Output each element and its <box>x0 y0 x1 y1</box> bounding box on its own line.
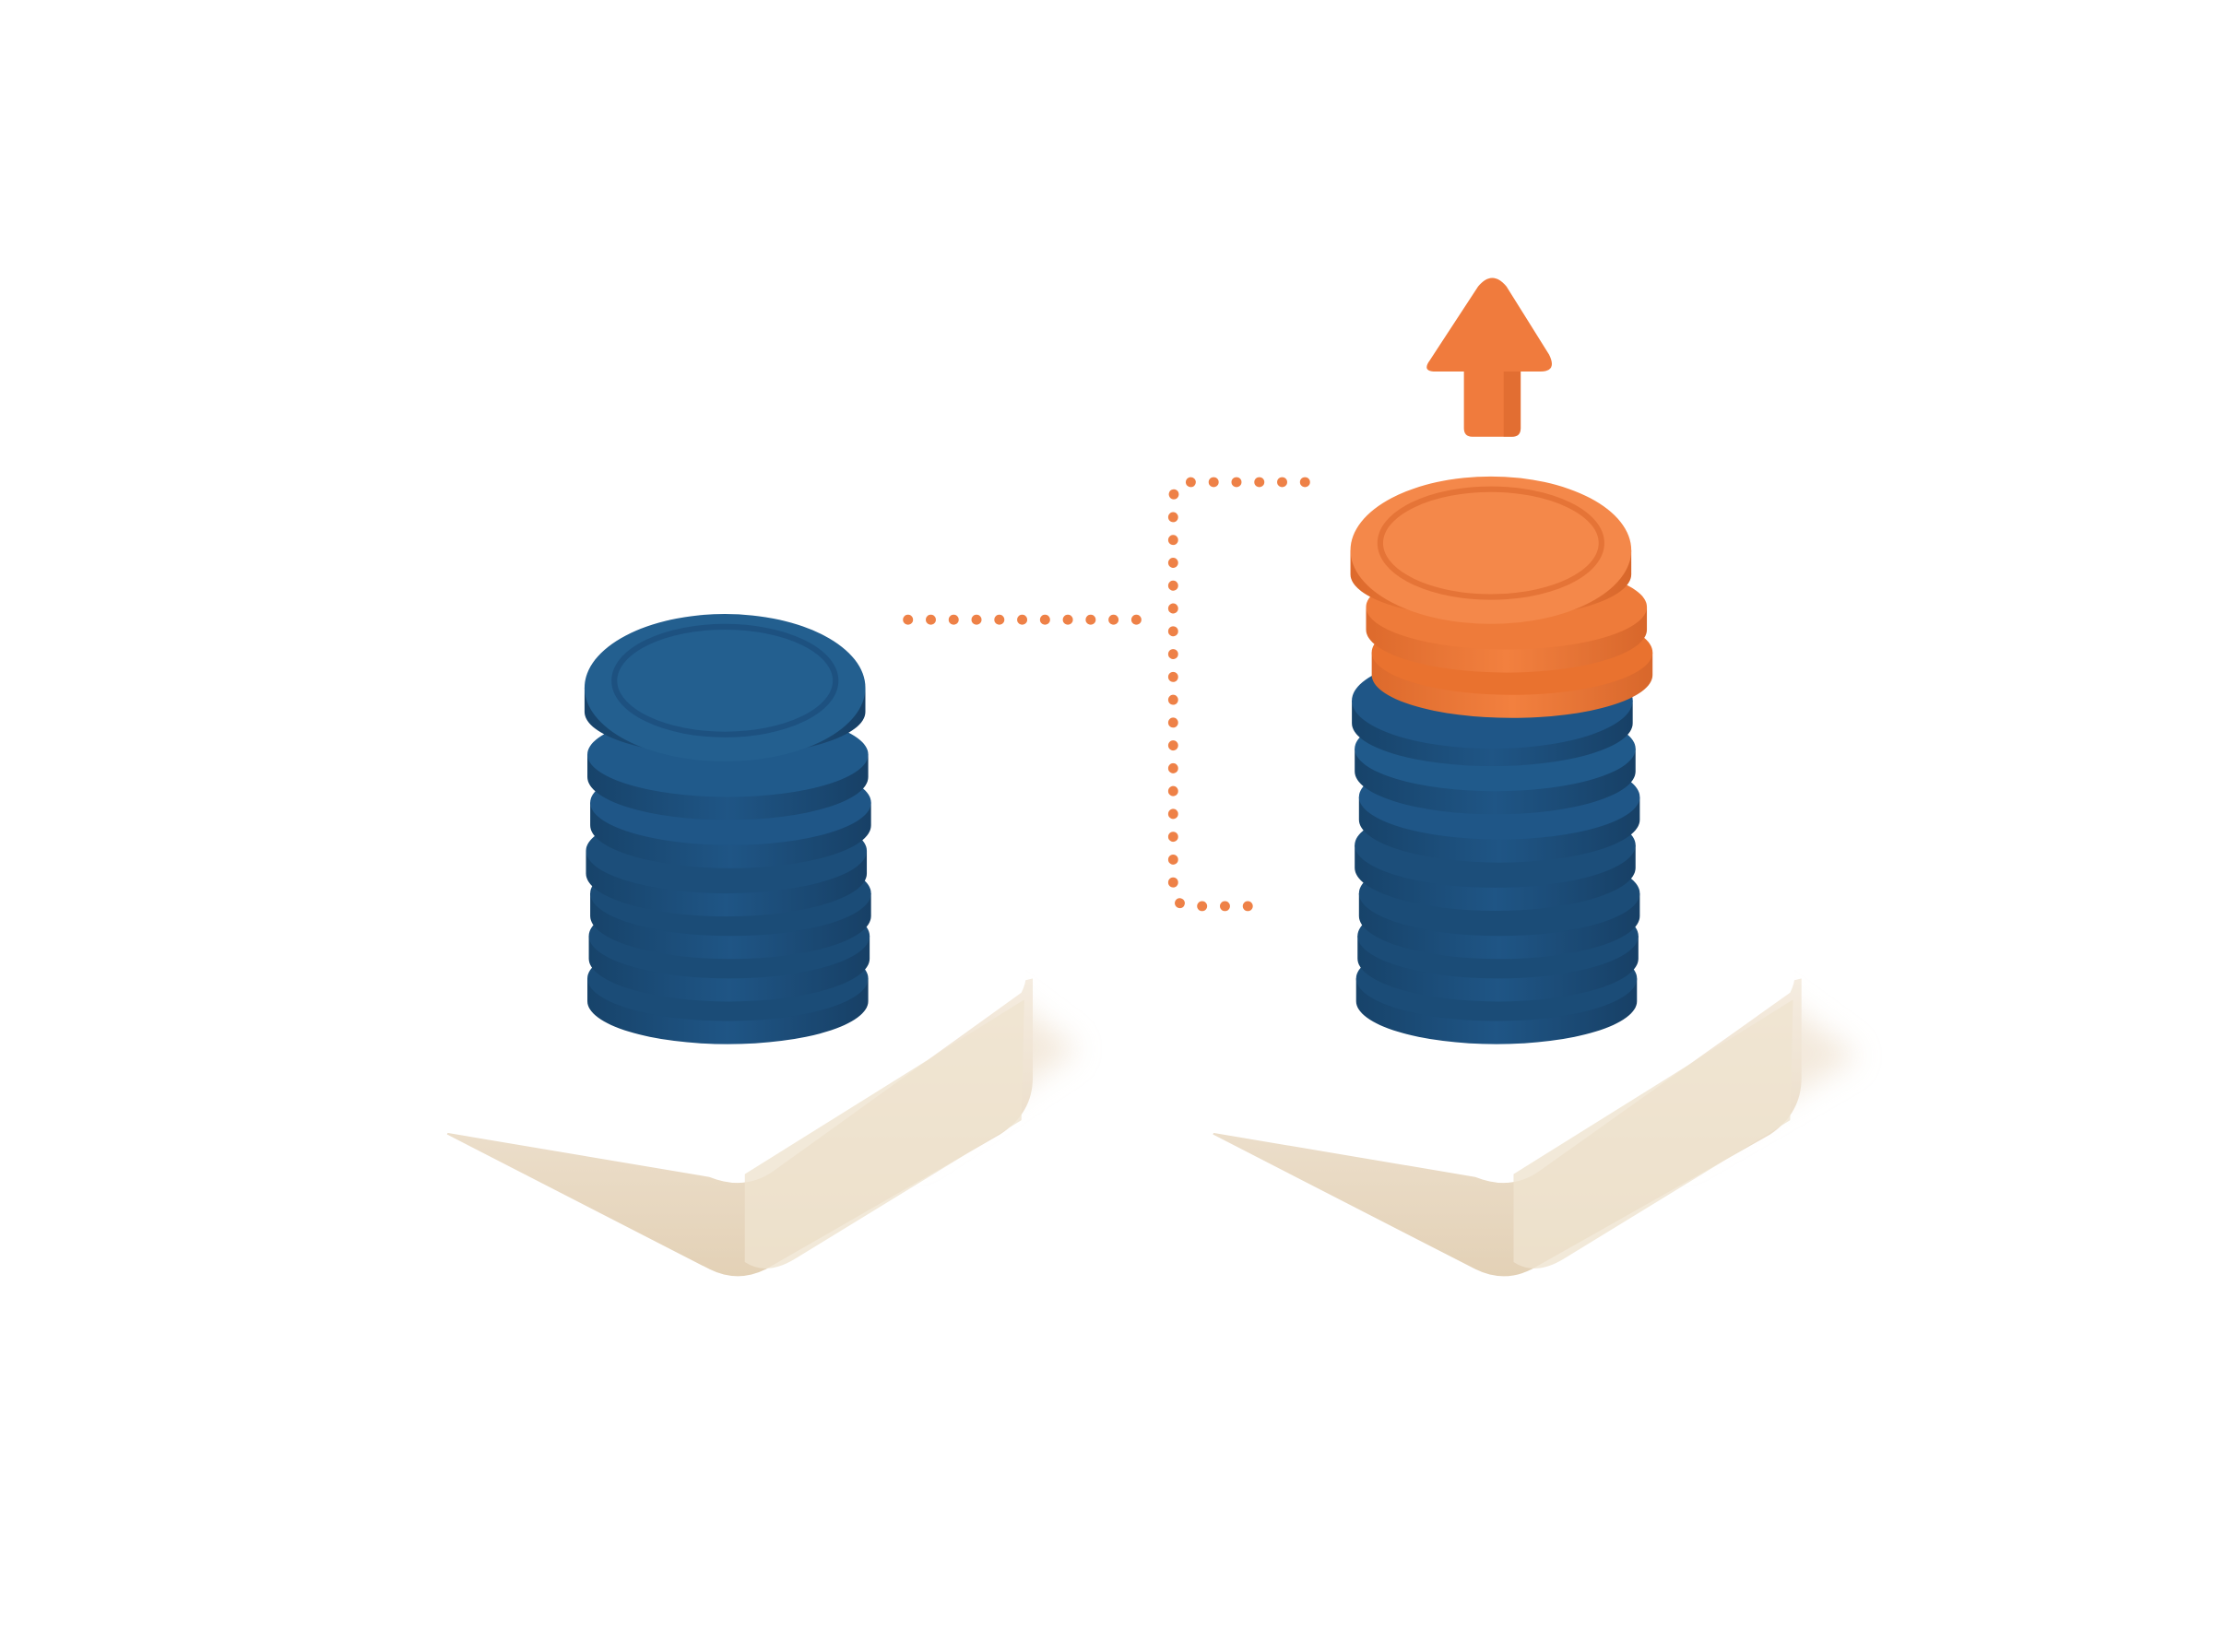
dotted-connector <box>903 477 1310 912</box>
right-coin-stack <box>1350 476 1653 1044</box>
coin-orange-top <box>1350 476 1632 624</box>
left-coin-stack <box>584 614 871 1044</box>
coin-blue-top <box>584 614 866 762</box>
up-arrow-icon <box>1426 277 1552 437</box>
